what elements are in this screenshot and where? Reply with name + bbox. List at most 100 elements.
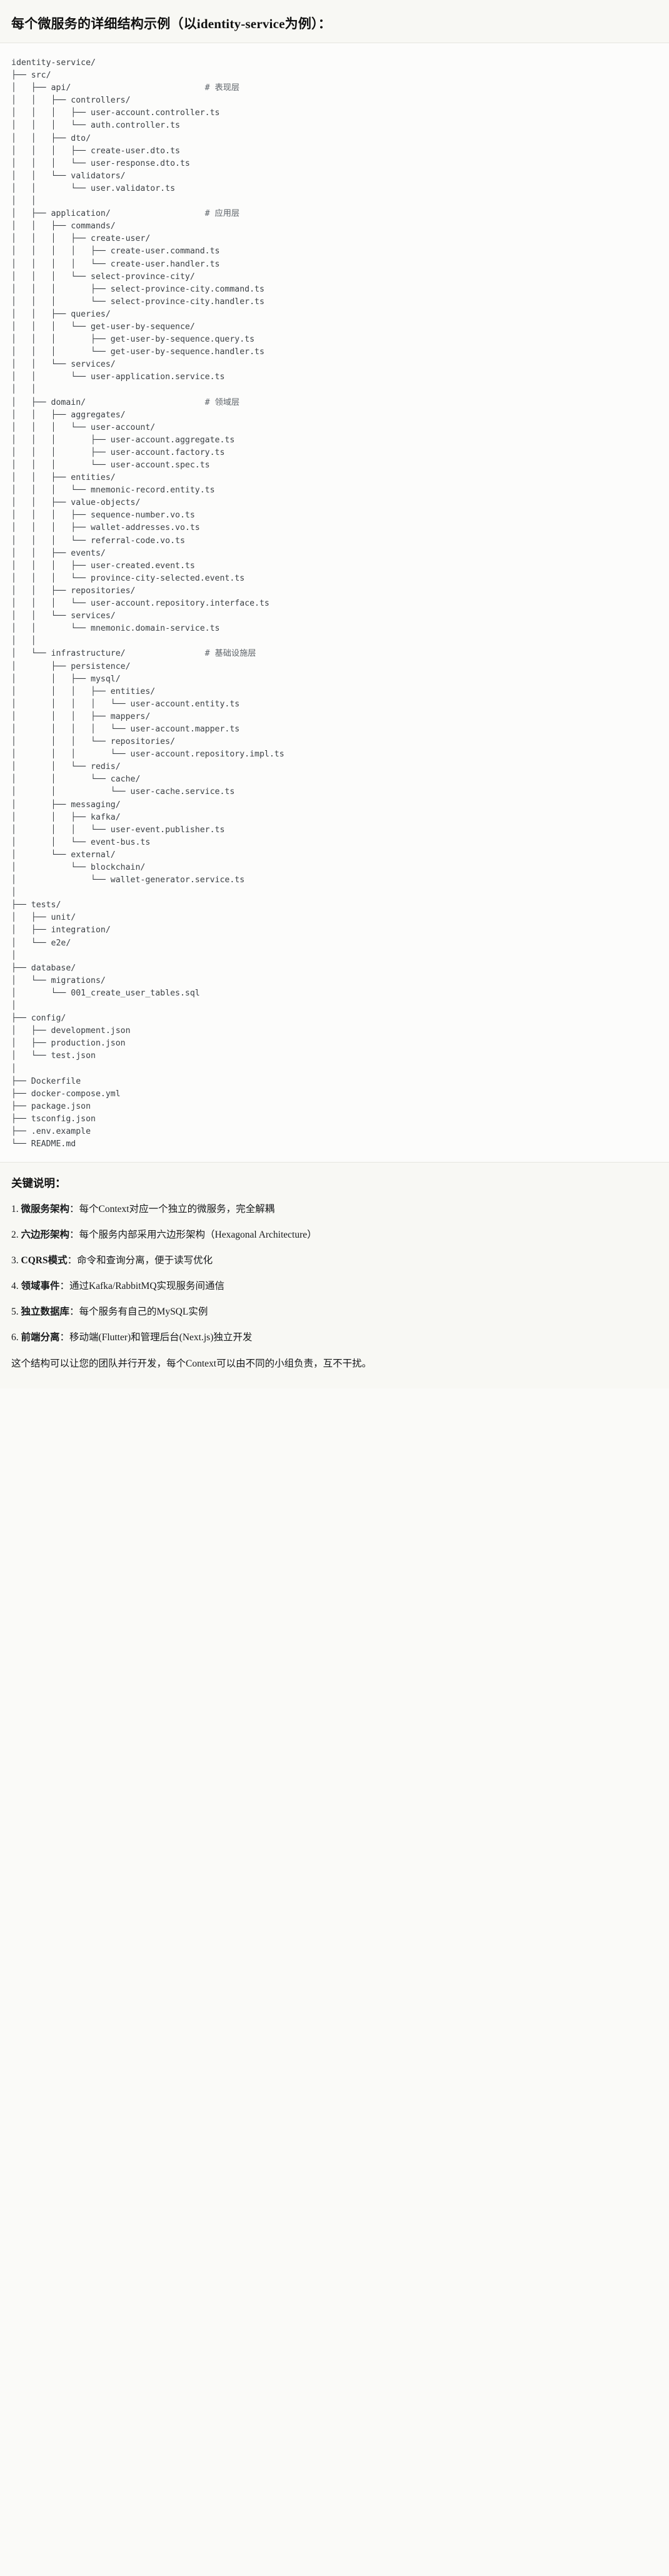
key-note-term: 前端分离 [21,1332,60,1343]
tree-line: │ │ ├── controllers/ [11,96,131,106]
tree-line: │ │ │ └── user-event.publisher.ts [11,825,225,835]
tree-line: │ │ [11,385,36,395]
tree-line: │ │ │ └── user-account.spec.ts [11,461,210,470]
tree-line: │ ├── messaging/ [11,800,121,810]
tree-line: │ │ │ └── user-account.repository.interf… [11,599,269,609]
document-header: 每个微服务的详细结构示例（以identity-service为例）： [0,0,669,43]
tree-line: │ │ │ └── referral-code.vo.ts [11,536,185,546]
key-note-index: 3. [11,1255,21,1266]
key-note-description: 移动端(Flutter)和管理后台(Next.js)独立开发 [69,1332,253,1343]
key-notes-heading: 关键说明： [11,1177,66,1190]
key-notes-section: 关键说明： 1. 微服务架构：每个Context对应一个独立的微服务，完全解耦 2… [0,1162,669,1389]
tree-line: │ │ [11,636,36,646]
tree-line: │ │ │ └── mnemonic-record.entity.ts [11,486,215,496]
key-note-index: 2. [11,1229,21,1241]
tree-line: │ │ └── user.validator.ts [11,183,176,193]
tree-line: │ │ │ ├── user-account.aggregate.ts [11,435,235,445]
key-note-item: 5. 独立数据库：每个服务有自己的MySQL实例 [11,1305,658,1320]
tree-line: │ │ │ └── select-province-city.handler.t… [11,297,264,307]
tree-line: identity-service/ [11,58,96,68]
key-note-separator: ： [69,1204,79,1215]
tree-line: │ │ └── redis/ [11,762,121,772]
key-note-description: 每个Context对应一个独立的微服务，完全解耦 [79,1204,275,1215]
key-note-term: CQRS模式 [21,1255,68,1266]
tree-line: │ │ │ │ ├── create-user.command.ts [11,247,220,257]
key-note-index: 5. [11,1306,21,1318]
tree-line-path: │ ├── application/ [11,209,205,219]
key-note-separator: ： [69,1229,79,1241]
tree-line: │ ├── integration/ [11,925,111,935]
closing-paragraph: 这个结构可以让您的团队并行开发，每个Context可以由不同的小组负责，互不干扰… [11,1358,372,1370]
tree-line: │ │ └── mnemonic.domain-service.ts [11,624,220,634]
key-note-index: 6. [11,1332,21,1343]
tree-line: │ │ │ └── get-user-by-sequence/ [11,322,195,332]
tree-line: │ │ ├── value-objects/ [11,498,141,508]
tree-line-path: │ └── infrastructure/ [11,649,205,659]
tree-line: ├── .env.example [11,1126,91,1136]
tree-line: │ ├── persistence/ [11,661,131,671]
tree-line: │ │ │ ├── select-province-city.command.t… [11,284,264,294]
tree-line: │ │ ├── commands/ [11,221,116,232]
tree-line: │ │ │ ├── get-user-by-sequence.query.ts [11,335,255,345]
key-note-separator: ： [59,1281,70,1292]
tree-line: ├── database/ [11,963,76,973]
tree-line: │ │ └── user-cache.service.ts [11,787,235,797]
tree-line: │ └── 001_create_user_tables.sql [11,988,200,998]
key-note-description: 每个服务内部采用六边形架构（Hexagonal Architecture） [79,1229,317,1241]
tree-line: │ └── migrations/ [11,975,106,985]
tree-line: │ │ │ ├── create-user.dto.ts [11,146,180,156]
key-note-separator: ： [67,1255,78,1266]
key-note-index: 4. [11,1281,21,1292]
tree-line: │ │ │ ├── create-user/ [11,234,151,244]
tree-line: │ └── blockchain/ [11,863,146,872]
tree-line: │ │ │ └── auth.controller.ts [11,121,180,131]
tree-line-comment: # 基础设施层 [204,649,256,659]
tree-line: │ │ ├── kafka/ [11,812,121,822]
tree-line-comment: # 表现层 [204,83,240,93]
tree-line: │ ├── development.json [11,1026,131,1036]
tree-line: │ ├── production.json [11,1039,126,1049]
tree-line: │ │ │ └── user-account.repository.impl.t… [11,750,284,760]
key-note-item: 1. 微服务架构：每个Context对应一个独立的微服务，完全解耦 [11,1202,658,1217]
tree-line: │ │ └── services/ [11,611,116,621]
page-title: 每个微服务的详细结构示例（以identity-service为例）： [11,16,331,31]
tree-line: │ │ └── validators/ [11,171,126,181]
key-note-item: 6. 前端分离：移动端(Flutter)和管理后台(Next.js)独立开发 [11,1330,658,1345]
tree-line: │ └── wallet-generator.service.ts [11,875,245,885]
tree-line: │ ├── unit/ [11,913,76,923]
tree-line: │ │ ├── events/ [11,548,106,558]
tree-line: │ │ │ │ └── user-account.mapper.ts [11,724,240,734]
tree-line: │ │ └── event-bus.ts [11,837,151,847]
tree-line: │ │ │ └── get-user-by-sequence.handler.t… [11,347,264,357]
tree-line: │ │ ├── dto/ [11,133,91,143]
tree-line: │ │ │ └── province-city-selected.event.t… [11,573,245,583]
key-note-term: 领域事件 [21,1281,60,1292]
key-note-term: 独立数据库 [21,1306,70,1318]
tree-line: │ └── external/ [11,850,116,860]
tree-line: ├── package.json [11,1101,91,1111]
key-note-item: 2. 六边形架构：每个服务内部采用六边形架构（Hexagonal Archite… [11,1228,658,1243]
tree-line: │ [11,1001,16,1011]
tree-line-comment: # 领域层 [204,397,240,407]
key-note-description: 每个服务有自己的MySQL实例 [79,1306,208,1318]
tree-line: │ │ └── cache/ [11,775,141,785]
tree-line: │ └── e2e/ [11,938,71,948]
tree-line: │ │ ├── aggregates/ [11,410,126,420]
tree-line: │ [11,888,16,898]
tree-line: │ │ └── user-application.service.ts [11,372,225,382]
tree-line-comment: # 应用层 [204,209,240,219]
tree-line: ├── docker-compose.yml [11,1089,121,1099]
tree-line: │ │ │ └── repositories/ [11,737,176,747]
key-note-term: 微服务架构 [21,1204,70,1215]
tree-line: ├── Dockerfile [11,1076,81,1086]
key-note-term: 六边形架构 [21,1229,70,1241]
directory-tree: identity-service/ ├── src/ │ ├── api/ # … [11,57,658,1151]
key-note-item: 3. CQRS模式：命令和查询分离，便于读写优化 [11,1253,658,1268]
tree-line-path: │ ├── api/ [11,83,205,93]
tree-line: │ │ ├── repositories/ [11,586,136,596]
key-note-separator: ： [69,1306,79,1318]
directory-tree-block: identity-service/ ├── src/ │ ├── api/ # … [0,43,669,1163]
key-note-description: 命令和查询分离，便于读写优化 [77,1255,213,1266]
tree-line: │ │ │ ├── sequence-number.vo.ts [11,511,195,521]
tree-line: ├── tsconfig.json [11,1114,96,1124]
